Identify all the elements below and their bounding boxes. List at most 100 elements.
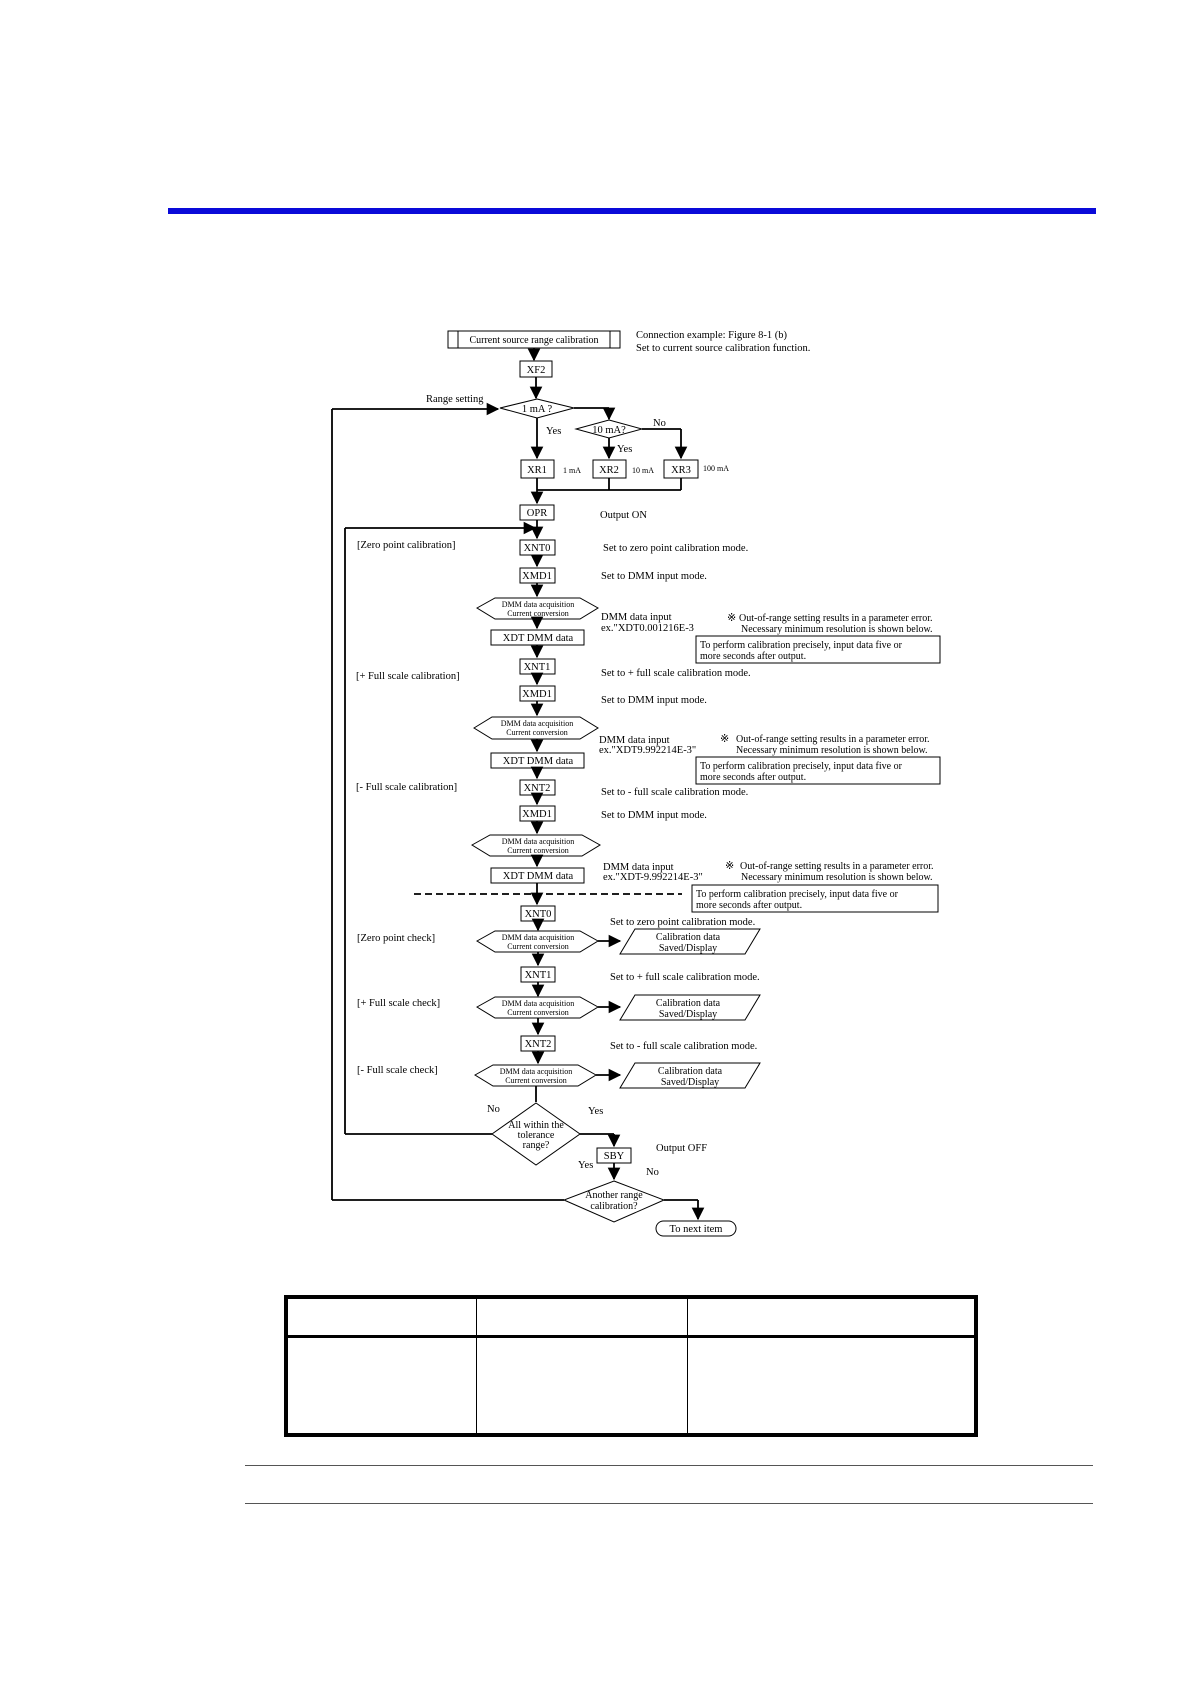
results-table — [284, 1295, 978, 1437]
table-header-row — [285, 1296, 977, 1338]
oor-note-2b: Necessary minimum resolution is shown be… — [736, 745, 928, 756]
table-cell — [285, 1336, 477, 1436]
precise-note-2b: more seconds after output. — [700, 772, 806, 783]
table-cell — [687, 1336, 977, 1436]
range-100ma-label: 100 mA — [703, 464, 729, 473]
xf2-label: XF2 — [527, 365, 546, 376]
xnt0-cal-label: XNT0 — [524, 543, 551, 554]
cur-conv-label-5: Current conversion — [507, 1008, 569, 1017]
xr3-label: XR3 — [671, 465, 691, 476]
sby-label: SBY — [604, 1151, 625, 1162]
start-label: Current source range calibration — [469, 335, 598, 346]
table-row — [285, 1336, 977, 1436]
precise-note-1b: more seconds after output. — [700, 651, 806, 662]
another-range-label-2: calibration? — [590, 1201, 638, 1212]
table-header-cell — [285, 1296, 477, 1338]
dmm-acq-2 — [473, 716, 599, 740]
minus-check-label: [- Full scale check] — [357, 1065, 438, 1076]
header-bar — [168, 208, 1096, 214]
oor-note-3b: Necessary minimum resolution is shown be… — [741, 872, 933, 883]
tolerance-yes-label: Yes — [588, 1106, 603, 1117]
set-minus-note-2: Set to - full scale calibration mode. — [610, 1041, 757, 1052]
table-header-cell — [687, 1296, 977, 1338]
xdt-label-2: XDT DMM data — [503, 756, 574, 767]
connection-note: Connection example: Figure 8-1 (b) — [636, 330, 788, 341]
tolerance-label-2: tolerance — [518, 1130, 555, 1141]
another-no-label: No — [646, 1167, 659, 1178]
xmd1-label-1: XMD1 — [522, 571, 552, 582]
dmm-acq-label-2: DMM data acquisition — [501, 719, 573, 728]
tolerance-decision — [491, 1102, 581, 1166]
oor-note-1a: Out-of-range setting results in a parame… — [739, 613, 933, 624]
set-dmm-note-1: Set to DMM input mode. — [601, 571, 707, 582]
set-dmm-note-2: Set to DMM input mode. — [601, 695, 707, 706]
tolerance-label-3: range? — [523, 1140, 550, 1151]
cur-conv-label-4: Current conversion — [507, 942, 569, 951]
table-cell — [476, 1336, 688, 1436]
ref-mark-1: ※ — [727, 612, 736, 624]
table-header-cell — [476, 1296, 688, 1338]
set-plus-note: Set to + full scale calibration mode. — [601, 668, 751, 679]
dmm-acq-1 — [476, 597, 599, 620]
oor-note-3a: Out-of-range setting results in a parame… — [740, 861, 934, 872]
dmm-acq-label-3: DMM data acquisition — [502, 837, 574, 846]
ref-mark-2: ※ — [720, 733, 729, 745]
footer-rule-bottom — [245, 1503, 1093, 1504]
footer-rule-top — [245, 1465, 1093, 1466]
start-terminal: Current source range calibration — [447, 330, 621, 349]
saved-label-1: Saved/Display — [659, 943, 717, 954]
another-range-label-1: Another range — [585, 1190, 643, 1201]
plus-cal-label: [+ Full scale calibration] — [356, 671, 460, 682]
cur-conv-label-2: Current conversion — [506, 728, 568, 737]
cal-data-output-3 — [619, 1062, 761, 1089]
range-setting-label: Range setting — [426, 394, 484, 405]
saved-label-3: Saved/Display — [661, 1077, 719, 1088]
set-plus-note-2: Set to + full scale calibration mode. — [610, 972, 760, 983]
next-item-label: To next item — [670, 1224, 723, 1235]
ref-mark-3: ※ — [725, 860, 734, 872]
precise-note-box-2 — [695, 756, 941, 785]
example-3: ex."XDT-9.992214E-3" — [603, 872, 703, 883]
tolerance-no-label: No — [487, 1104, 500, 1115]
xnt0-check-label: XNT0 — [525, 909, 552, 920]
range-1ma-label: 1 mA — [563, 466, 581, 475]
set-dmm-note-3: Set to DMM input mode. — [601, 810, 707, 821]
xnt2-cal-label: XNT2 — [524, 783, 551, 794]
decision-1ma-label: 1 mA ? — [522, 404, 553, 415]
plus-check-label: [+ Full scale check] — [357, 998, 440, 1009]
zero-cal-label: [Zero point calibration] — [357, 540, 456, 551]
xmd1-label-2: XMD1 — [522, 689, 552, 700]
set-minus-note: Set to - full scale calibration mode. — [601, 787, 748, 798]
cur-conv-label-3: Current conversion — [507, 846, 569, 855]
oor-note-1b: Necessary minimum resolution is shown be… — [741, 624, 933, 635]
another-range-decision — [562, 1180, 666, 1223]
cur-conv-label-1: Current conversion — [507, 609, 569, 618]
cal-data-label-3: Calibration data — [658, 1066, 723, 1077]
another-yes-label: Yes — [578, 1160, 593, 1171]
output-off-label: Output OFF — [656, 1143, 707, 1154]
yes-label-1ma: Yes — [546, 426, 561, 437]
decision-10ma-label: 10 mA? — [592, 425, 626, 436]
cal-data-output-1 — [619, 928, 761, 955]
precise-note-box-1 — [695, 635, 941, 664]
precise-note-1a: To perform calibration precisely, input … — [700, 640, 903, 651]
dmm-input-3: DMM data input — [603, 862, 674, 873]
dmm-acq-label-4: DMM data acquisition — [502, 933, 574, 942]
set-zero-note: Set to zero point calibration mode. — [603, 543, 748, 554]
oor-note-2a: Out-of-range setting results in a parame… — [736, 734, 930, 745]
next-item-terminal — [655, 1220, 737, 1237]
opr-label: OPR — [527, 508, 547, 519]
dmm-acq-label-5: DMM data acquisition — [502, 999, 574, 1008]
dmm-acq-label-1: DMM data acquisition — [502, 600, 574, 609]
set-function-note: Set to current source calibration functi… — [636, 343, 810, 354]
cal-data-label-2: Calibration data — [656, 998, 721, 1009]
cal-data-output-2 — [619, 994, 761, 1021]
xnt1-cal-label: XNT1 — [524, 662, 551, 673]
tolerance-label-1: All within the — [508, 1120, 564, 1131]
dmm-acq-3 — [471, 834, 601, 857]
xdt-label-1: XDT DMM data — [503, 633, 574, 644]
xnt2-check-label: XNT2 — [525, 1039, 552, 1050]
zero-check-label: [Zero point check] — [357, 933, 435, 944]
